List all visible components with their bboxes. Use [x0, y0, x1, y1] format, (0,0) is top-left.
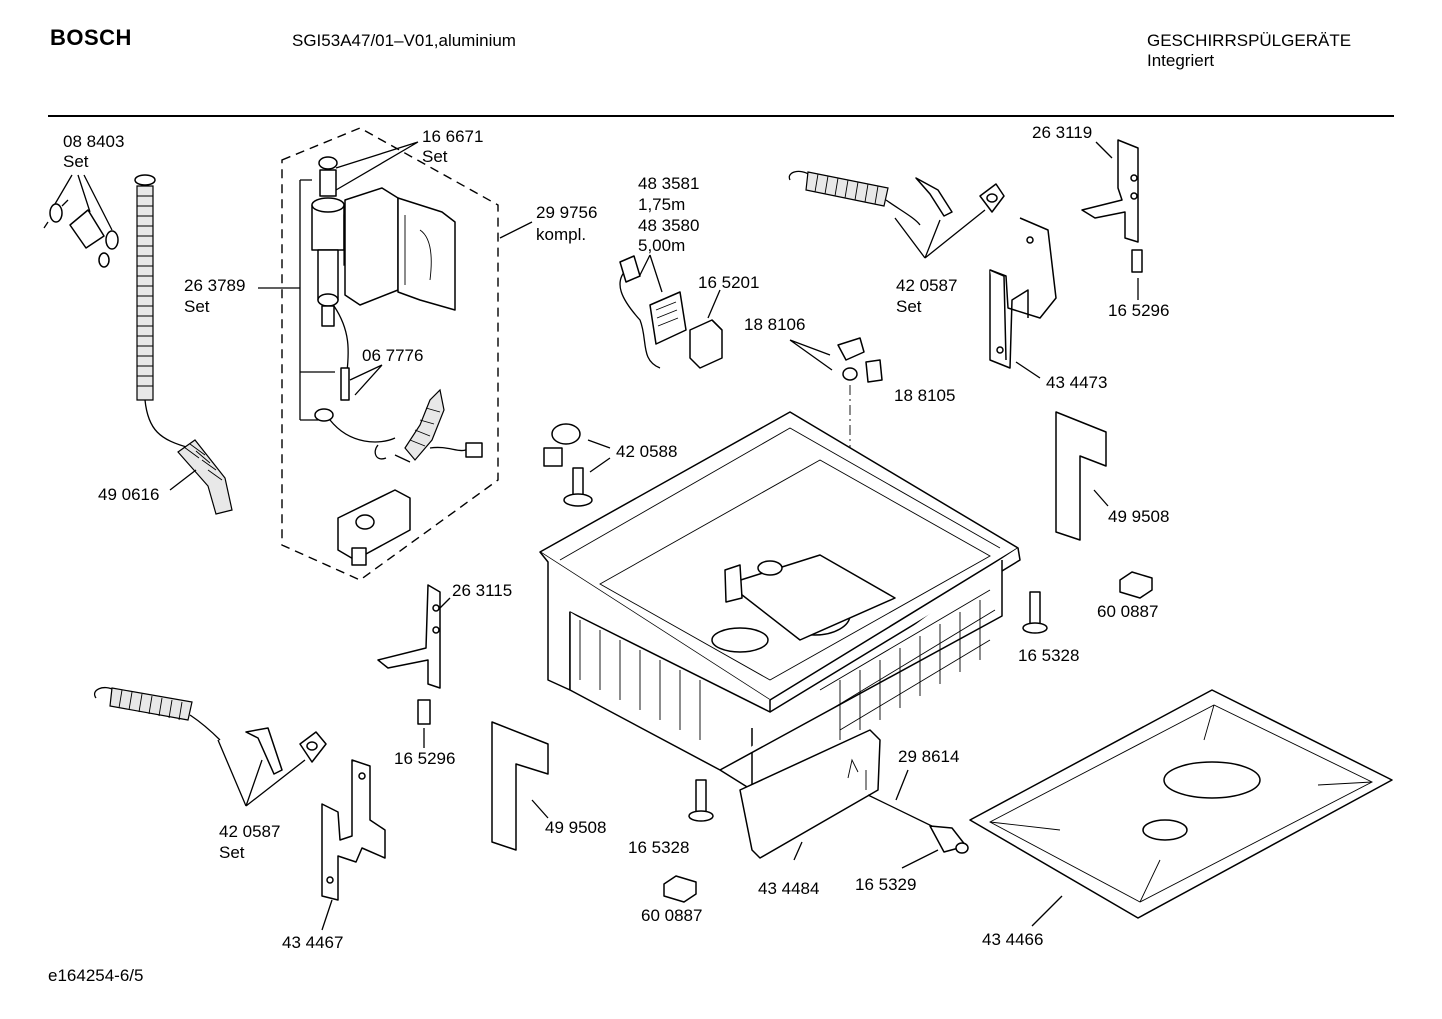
document-id: e164254-6/5 [48, 966, 144, 985]
label-434467: 43 4467 [282, 933, 343, 952]
pad-lower-part [663, 875, 697, 903]
leader-067776 [349, 364, 383, 396]
leader-263115 [439, 597, 451, 609]
label-263119: 26 3119 [1032, 123, 1092, 142]
label-600887-lower: 60 0887 [641, 906, 702, 925]
label-188105: 18 8105 [894, 386, 955, 405]
label-483580-length: 5,00m [638, 236, 685, 255]
foot-screw-lower-part [688, 779, 714, 822]
leader-490616 [169, 469, 197, 491]
label-188106: 18 8106 [744, 315, 805, 334]
leader-434484 [793, 841, 803, 861]
leader-166671 [335, 141, 419, 191]
leader-299756 [499, 221, 533, 239]
part-labels: 08 8403 Set 16 6671 Set 29 9756 kompl. 2… [63, 123, 1169, 952]
brand-logo: BOSCH [50, 25, 132, 50]
sensor-cap-part [837, 337, 883, 383]
appliance-subcategory: Integriert [1147, 51, 1215, 70]
label-420587-upper-set: Set [896, 297, 922, 316]
base-tray-part [969, 689, 1393, 919]
adjustable-foot-gear-part [543, 423, 593, 507]
label-483581-length: 1,75m [638, 195, 685, 214]
mains-filter-part [689, 319, 723, 369]
hinge-clip-lower-part [417, 699, 431, 725]
label-165329: 16 5329 [855, 875, 916, 894]
label-067776: 06 7776 [362, 346, 423, 365]
leader-263119 [1095, 141, 1113, 159]
drain-hose-part [134, 174, 233, 515]
label-165328-lower: 16 5328 [628, 838, 689, 857]
plinth-panel-part [739, 729, 881, 859]
label-165328-right: 16 5328 [1018, 646, 1079, 665]
label-263115: 26 3115 [452, 581, 512, 600]
leader-499508-right [1093, 489, 1109, 507]
leader-483580 [639, 254, 663, 293]
appliance-category: GESCHIRRSPÜLGERÄTE [1147, 31, 1352, 50]
door-spring-lower-part [93, 686, 327, 775]
leader-420588 [587, 439, 611, 473]
leader-298614 [895, 769, 909, 801]
label-088403: 08 8403 [63, 132, 124, 151]
label-299756: 29 9756 [536, 203, 597, 222]
leader-434467 [321, 899, 333, 931]
label-165296-upper: 16 5296 [1108, 301, 1169, 320]
label-499508-left: 49 9508 [545, 818, 606, 837]
label-263789: 26 3789 [184, 276, 245, 295]
label-483581: 48 3581 [638, 174, 699, 193]
label-483580: 48 3580 [638, 216, 699, 235]
label-420588: 42 0588 [616, 442, 677, 461]
mains-cable-part [619, 255, 687, 369]
float-switch-part [867, 794, 969, 854]
label-420587-lower-set: Set [219, 843, 245, 862]
label-420587-upper: 42 0587 [896, 276, 957, 295]
leader-434466 [1031, 895, 1063, 927]
label-166671-set: Set [422, 147, 448, 166]
label-600887-right: 60 0887 [1097, 602, 1158, 621]
leader-434473 [1015, 361, 1041, 379]
leader-188106 [789, 339, 833, 371]
assembly-outline [281, 127, 499, 581]
leader-165329 [901, 849, 939, 869]
hinge-clip-upper-part [1131, 249, 1143, 273]
pad-right-part [1119, 571, 1153, 599]
hinge-arm-lower-part [321, 759, 386, 901]
hinge-bracket-lower-part [377, 584, 441, 689]
label-420587-lower: 42 0587 [219, 822, 280, 841]
label-165201: 16 5201 [698, 273, 759, 292]
hinge-bracket-upper-part [1081, 139, 1139, 243]
label-490616: 49 0616 [98, 485, 159, 504]
label-166671: 16 6671 [422, 127, 483, 146]
label-165296-lower: 16 5296 [394, 749, 455, 768]
label-434466: 43 4466 [982, 930, 1043, 949]
label-499508-right: 49 9508 [1108, 507, 1169, 526]
label-298614: 29 8614 [898, 747, 959, 766]
inlet-hose-coil-part [374, 388, 483, 463]
dishwasher-base-assembly [539, 411, 1021, 791]
valve-cover-part [344, 187, 456, 311]
model-number: SGI53A47/01–V01,aluminium [292, 31, 516, 50]
leader-420587-lower [217, 739, 306, 807]
leader-420587-upper [894, 209, 986, 259]
label-434484: 43 4484 [758, 879, 819, 898]
kick-strip-left-part [491, 721, 549, 851]
label-299756-kompl: kompl. [536, 225, 586, 244]
leader-499508-left [531, 799, 549, 819]
foot-screw-right-part [1022, 591, 1048, 634]
label-088403-set: Set [63, 152, 89, 171]
label-263789-set: Set [184, 297, 210, 316]
valve-bracket-part [337, 489, 411, 566]
leader-263789 [258, 179, 335, 421]
header-divider [48, 115, 1394, 117]
leader-165201 [707, 289, 721, 319]
door-spring-upper-part [788, 170, 1005, 226]
label-434473: 43 4473 [1046, 373, 1107, 392]
hinge-arm-part [989, 217, 1057, 369]
hose-clamp-set-part [43, 174, 119, 268]
kick-strip-right-part [1055, 411, 1107, 541]
